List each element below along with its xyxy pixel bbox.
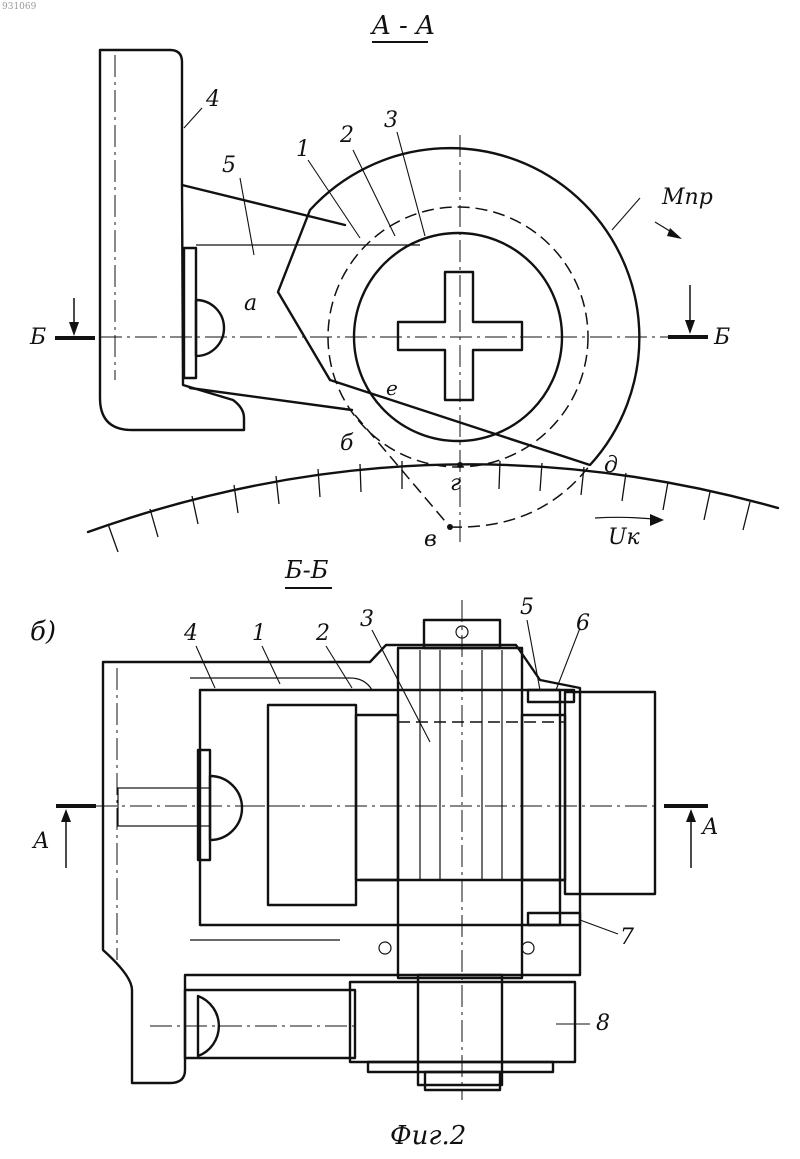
shaft-3-hole-left: [379, 942, 391, 954]
point-a-label: а: [244, 291, 257, 316]
moment-label: Мпр: [661, 185, 713, 210]
callout-b-2: 2: [315, 621, 330, 646]
housing-5-plate: [184, 248, 196, 378]
callout-b-4: 4: [183, 621, 198, 646]
washer-7: [528, 913, 580, 925]
view-b-title: Б-Б: [284, 556, 329, 584]
roller-1-right-section: [565, 692, 655, 894]
housing-cavity: [200, 690, 560, 925]
housing-5-lower: [190, 388, 352, 410]
gear-8-hub: [418, 975, 502, 1085]
gear-8-collar: [368, 1062, 553, 1072]
view-a-title: A - A: [370, 11, 435, 41]
callout-b-1: 1: [252, 621, 266, 646]
point-v-label: в: [424, 527, 437, 552]
callout-b-6: 6: [576, 611, 590, 636]
callout-a-4: 4: [205, 87, 220, 112]
mount-screw: [210, 776, 242, 840]
velocity-label: Uк: [608, 525, 641, 550]
section-a-right-label: А: [700, 815, 719, 840]
point-b-label: б: [340, 431, 354, 456]
roller-1-left-section: [268, 705, 356, 905]
point-g-label: г: [450, 471, 461, 496]
bracket-4-section: [100, 50, 244, 430]
callout-a-2: 2: [339, 123, 354, 148]
bushing-2-right: [522, 715, 565, 880]
callout-a-5: 5: [222, 153, 236, 178]
section-b-right-label: Б: [713, 325, 730, 350]
view-a-a: A - A: [29, 11, 778, 552]
callout-a-3: 3: [384, 108, 398, 133]
subfigure-label: б): [30, 617, 56, 647]
view-a-leaders: [184, 108, 640, 255]
section-a-left-label: А: [31, 829, 50, 854]
mount-screw-shank: [118, 788, 210, 826]
section-a-left-arrowhead: [61, 809, 71, 822]
shaft-3-body: [398, 648, 522, 978]
corner-id: 931069: [2, 2, 37, 12]
callout-b-3: 3: [360, 607, 374, 632]
view-b-b: Б-Б б): [30, 556, 719, 1100]
bushing-2-left: [356, 715, 398, 880]
housing-5-outline: [182, 185, 345, 225]
callout-a-1: 1: [296, 137, 310, 162]
shaft-3-hole-right: [522, 942, 534, 954]
callout-b-5: 5: [520, 595, 534, 620]
point-d-label: д: [604, 453, 618, 478]
point-v-dot: [447, 524, 453, 530]
view-b-leaders: [196, 620, 618, 1024]
callout-b-8: 8: [596, 1011, 610, 1036]
construction-b-v: [355, 415, 450, 527]
bracket-4-side-section: [103, 645, 580, 1083]
section-b-left-label: Б: [29, 325, 46, 350]
point-e-label: е: [386, 376, 398, 400]
point-g-dot: [457, 462, 463, 468]
velocity-arrowhead: [650, 514, 664, 526]
callout-b-7: 7: [620, 925, 634, 950]
construction-v-arc: [450, 465, 590, 527]
section-b-left-arrowhead: [69, 322, 79, 336]
section-b-right-arrowhead: [685, 320, 695, 334]
housing-5-screw: [196, 300, 224, 356]
figure-caption: Фиг.2: [390, 1121, 466, 1151]
moment-arrowhead: [667, 228, 682, 239]
drum-surface: [88, 464, 778, 532]
housing-5-inner-line: [190, 678, 372, 690]
section-a-right-arrowhead: [686, 809, 696, 822]
